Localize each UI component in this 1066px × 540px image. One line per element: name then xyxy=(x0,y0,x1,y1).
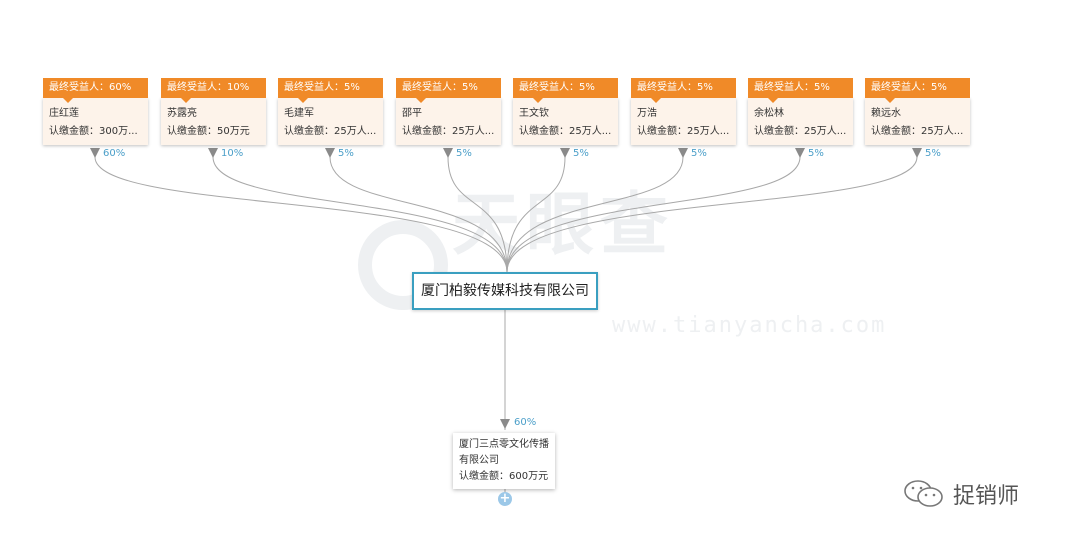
connector-curve xyxy=(447,156,508,273)
shareholder-amount: 认缴金额：25万人... xyxy=(402,126,495,137)
shareholder-name: 邵平 xyxy=(402,108,422,119)
shareholder-name: 赖远水 xyxy=(871,108,901,119)
shareholder-amount: 认缴金额：50万元 xyxy=(167,126,250,137)
shareholder-card[interactable]: 最终受益人：5% 余松林 认缴金额：25万人... xyxy=(748,78,853,145)
shareholder-percent: 5% xyxy=(338,148,354,159)
shareholder-amount: 认缴金额：25万人... xyxy=(519,126,612,137)
shareholder-card[interactable]: 最终受益人：60% 庄红莲 认缴金额：300万... xyxy=(43,78,148,145)
brand-name: 捉销师 xyxy=(953,484,1020,509)
shareholder-name: 王文钦 xyxy=(519,108,549,119)
shareholder-percent: 5% xyxy=(691,148,707,159)
shareholder-percent: 60% xyxy=(103,148,126,159)
beneficiary-tag: 最终受益人：5% xyxy=(278,78,383,103)
shareholder-percent: 5% xyxy=(808,148,824,159)
shareholder-card[interactable]: 最终受益人：10% 苏露亮 认缴金额：50万元 xyxy=(161,78,266,145)
shareholder-amount: 认缴金额：25万人... xyxy=(284,126,377,137)
shareholder-name: 余松林 xyxy=(754,108,784,119)
beneficiary-tag: 最终受益人：10% xyxy=(161,78,266,103)
beneficiary-tag: 最终受益人：60% xyxy=(43,78,148,103)
arrow-down-icon xyxy=(443,148,453,158)
arrow-down-icon xyxy=(560,148,570,158)
beneficiary-tag: 最终受益人：5% xyxy=(748,78,853,103)
subsidiary-amount: 认缴金额：600万元 xyxy=(459,471,549,482)
wechat-icon xyxy=(904,480,943,507)
shareholder-percent: 5% xyxy=(925,148,941,159)
shareholder-amount: 认缴金额：300万... xyxy=(49,126,138,137)
shareholder-amount: 认缴金额：25万人... xyxy=(871,126,964,137)
beneficiary-tag: 最终受益人：5% xyxy=(865,78,970,103)
shareholder-name: 万浩 xyxy=(637,108,657,119)
shareholder-card[interactable]: 最终受益人：5% 万浩 认缴金额：25万人... xyxy=(631,78,736,145)
subsidiary-node[interactable]: 厦门三点零文化传播 有限公司 认缴金额：600万元 xyxy=(453,433,555,489)
subsidiary-name-line1: 厦门三点零文化传播 xyxy=(459,439,549,450)
connector-curve xyxy=(329,156,508,273)
shareholder-card[interactable]: 最终受益人：5% 王文钦 认缴金额：25万人... xyxy=(513,78,618,145)
subsidiary-name-line2: 有限公司 xyxy=(459,455,499,466)
arrow-down-icon xyxy=(912,148,922,158)
shareholder-name: 苏露亮 xyxy=(167,108,197,119)
arrow-down-icon xyxy=(795,148,805,158)
connector-curve xyxy=(506,156,918,273)
connector-curve xyxy=(94,156,508,273)
shareholder-card[interactable]: 最终受益人：5% 毛建军 认缴金额：25万人... xyxy=(278,78,383,145)
arrow-down-icon xyxy=(90,148,100,158)
shareholder-percent: 10% xyxy=(221,148,244,159)
connector-curve xyxy=(506,156,684,273)
shareholder-name: 毛建军 xyxy=(284,108,314,119)
shareholder-name: 庄红莲 xyxy=(49,108,79,119)
shareholder-amount: 认缴金额：25万人... xyxy=(637,126,730,137)
shareholder-percent: 5% xyxy=(456,148,472,159)
brand: 捉销师 xyxy=(903,478,1019,510)
connector-curve xyxy=(212,156,508,273)
beneficiary-tag: 最终受益人：5% xyxy=(513,78,618,103)
beneficiary-tag: 最终受益人：5% xyxy=(396,78,501,103)
company-node[interactable]: 厦门柏毅传媒科技有限公司 xyxy=(412,272,598,310)
company-name: 厦门柏毅传媒科技有限公司 xyxy=(421,283,589,299)
arrow-down-icon xyxy=(500,419,510,429)
arrow-down-icon xyxy=(208,148,218,158)
shareholder-card[interactable]: 最终受益人：5% 赖远水 认缴金额：25万人... xyxy=(865,78,970,145)
connector-curve xyxy=(506,156,566,273)
shareholder-amount: 认缴金额：25万人... xyxy=(754,126,847,137)
connector-curve xyxy=(506,156,801,273)
arrow-down-icon xyxy=(325,148,335,158)
shareholder-card[interactable]: 最终受益人：5% 邵平 认缴金额：25万人... xyxy=(396,78,501,145)
shareholder-percent: 5% xyxy=(573,148,589,159)
arrow-down-icon xyxy=(678,148,688,158)
subsidiary-percent: 60% xyxy=(514,417,537,428)
expand-plus-icon[interactable]: + xyxy=(498,491,512,506)
beneficiary-tag: 最终受益人：5% xyxy=(631,78,736,103)
